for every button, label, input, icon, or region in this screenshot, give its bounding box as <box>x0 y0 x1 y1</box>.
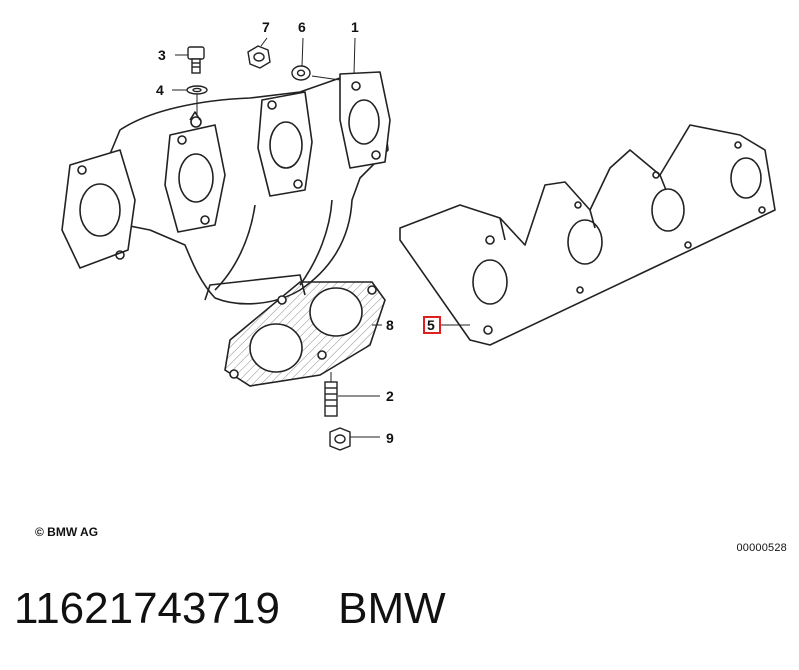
callout-1: 1 <box>351 19 359 35</box>
callout-6: 6 <box>298 19 306 35</box>
nut <box>247 45 271 69</box>
callout-2: 2 <box>386 388 394 404</box>
exploded-parts-diagram: 1 2 3 4 5 6 7 8 9 <box>61 19 776 451</box>
callout-3: 3 <box>158 47 166 63</box>
leader-lines <box>172 37 470 438</box>
bolt <box>187 46 205 74</box>
part-number: 11621743719 <box>14 584 280 633</box>
callout-9: 9 <box>386 430 394 446</box>
callout-8: 8 <box>386 317 394 333</box>
callout-5-highlight <box>423 316 441 334</box>
flange-nut <box>329 427 351 451</box>
part-footer: 11621743719 BMW <box>14 584 446 634</box>
callout-7: 7 <box>262 19 270 35</box>
callout-5: 5 <box>427 317 435 333</box>
stud <box>324 381 338 417</box>
washer-small <box>291 65 311 81</box>
drawing-reference-code: 00000528 <box>736 542 787 554</box>
copyright-notice: © BMW AG <box>35 525 99 539</box>
callout-4: 4 <box>156 82 164 98</box>
manifold-gasket <box>399 124 776 346</box>
outlet-gasket <box>224 281 386 387</box>
exhaust-manifold <box>61 71 391 305</box>
washer <box>186 85 208 95</box>
brand-name: BMW <box>338 584 446 633</box>
